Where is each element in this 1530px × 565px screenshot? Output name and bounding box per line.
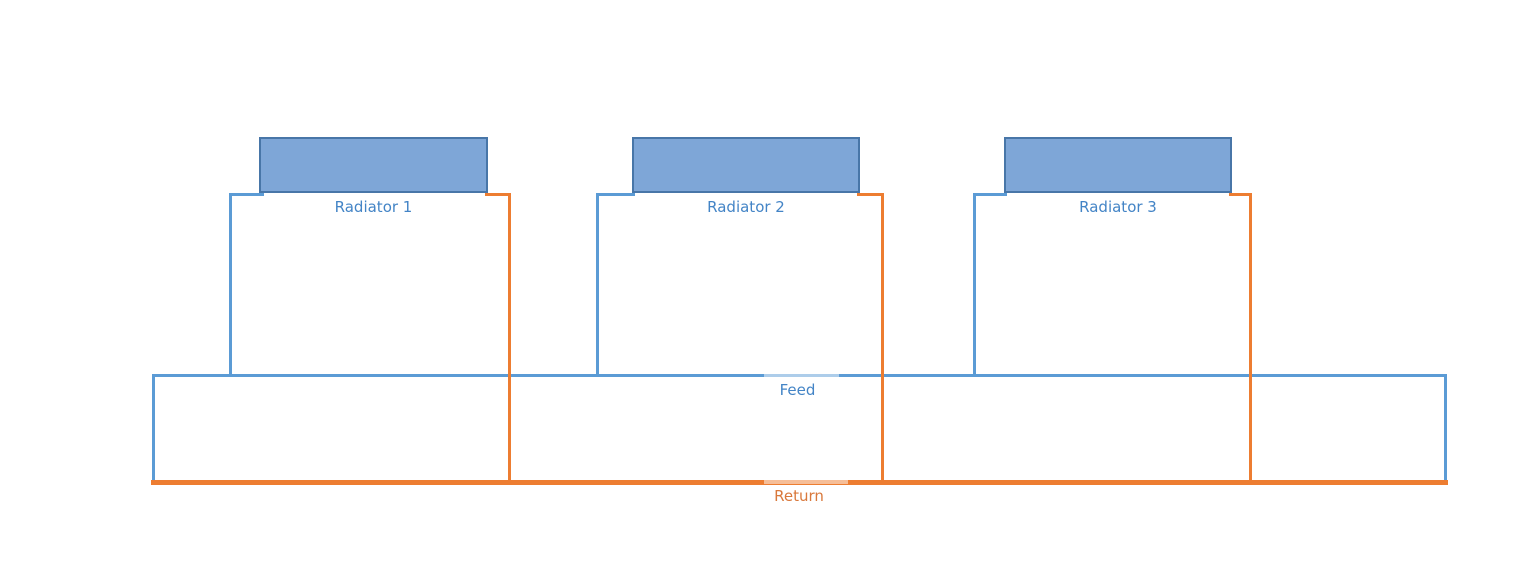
- radiator-3-label: Radiator 3: [1079, 198, 1157, 216]
- radiator-3-supply-elbow: [973, 193, 1007, 196]
- return-label: Return: [774, 487, 824, 505]
- return-label-backdrop: [764, 478, 848, 484]
- radiator-1-return-pipe: [508, 193, 511, 485]
- radiator-2-supply-pipe: [596, 193, 599, 377]
- radiator-3-supply-pipe: [973, 193, 976, 377]
- feed-pipe-left-drop: [152, 374, 155, 484]
- feed-label: Feed: [779, 381, 816, 399]
- feed-pipe-right-drop: [1444, 374, 1447, 484]
- radiator-3-return-elbow: [1229, 193, 1252, 196]
- radiator-2-return-pipe: [881, 193, 884, 485]
- radiator-2-label: Radiator 2: [707, 198, 785, 216]
- radiator-1-supply-elbow: [229, 193, 264, 196]
- radiator-1-shape: [259, 137, 488, 193]
- radiator-3-shape: [1004, 137, 1232, 193]
- radiator-2-shape: [632, 137, 860, 193]
- radiator-1-label: Radiator 1: [334, 198, 413, 216]
- radiator-2-supply-elbow: [596, 193, 635, 196]
- feed-label-backdrop: [764, 372, 839, 378]
- radiator-1-return-elbow: [485, 193, 511, 196]
- radiator-1-supply-pipe: [229, 193, 232, 377]
- radiator-2-return-elbow: [857, 193, 884, 196]
- radiator-3-return-pipe: [1249, 193, 1252, 485]
